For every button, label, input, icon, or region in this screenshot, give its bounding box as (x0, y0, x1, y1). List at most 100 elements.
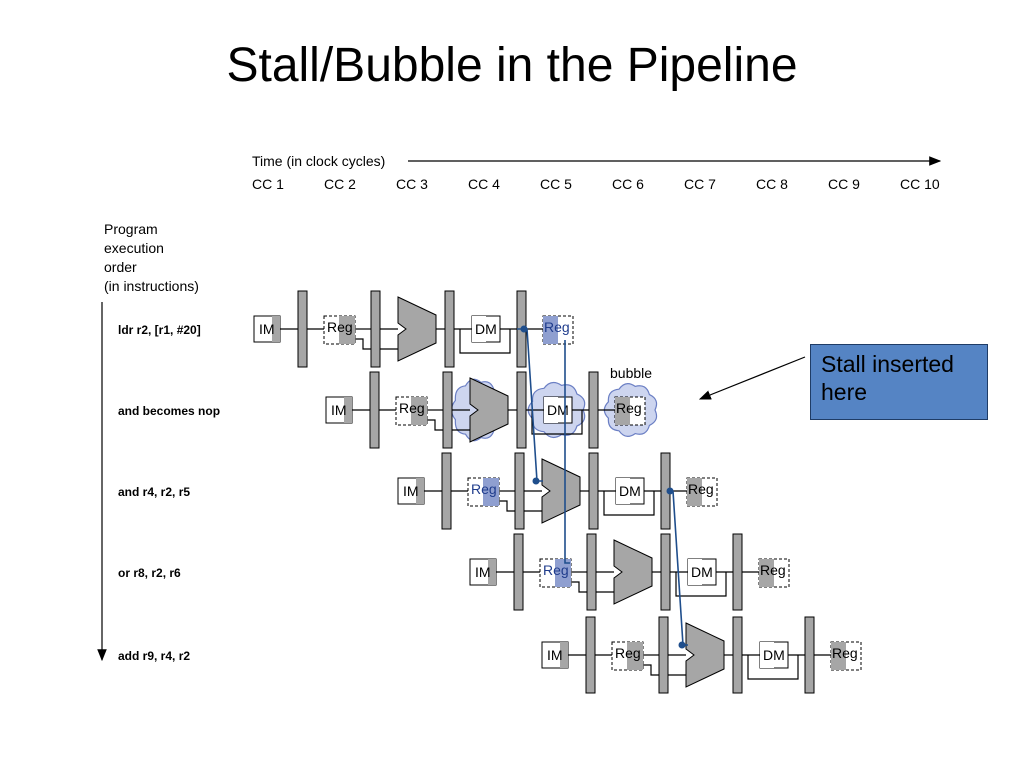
im-stage-label: IM (259, 321, 275, 337)
pipeline-register (732, 533, 743, 611)
instruction-label: ldr r2, [r1, #20] (118, 323, 201, 337)
im-stage-label: IM (331, 402, 347, 418)
program-order-label: Program execution order (in instructions) (104, 221, 199, 294)
reg-read-shade (339, 316, 355, 344)
cycle-label: CC 8 (756, 176, 788, 192)
pipeline-register (444, 290, 455, 368)
reg-operand-wire (499, 500, 515, 512)
reg-read-shade (627, 642, 643, 670)
instruction-label: add r9, r4, r2 (118, 649, 190, 663)
reg-operand-wire (355, 338, 371, 350)
cycle-label: CC 7 (684, 176, 716, 192)
alu-stage (685, 622, 725, 688)
instruction-labels: ldr r2, [r1, #20] and becomes nop and r4, … (118, 323, 220, 663)
dm-bypass-wire (531, 410, 583, 435)
reg-read-label: Reg (327, 319, 353, 335)
reg-operand-wire (643, 664, 659, 676)
forward-node (666, 487, 674, 495)
dm-stage-label: DM (547, 402, 569, 418)
pipeline-register (297, 290, 308, 368)
time-axis-label: Time (in clock cycles) (252, 153, 385, 169)
reg-write-label: Reg (760, 562, 786, 578)
im-stage-shade (344, 397, 352, 423)
dm-stage-label: DM (619, 483, 641, 499)
reg-read-shade (483, 478, 499, 506)
im-stage-label: IM (403, 483, 419, 499)
pipeline-register (514, 452, 525, 530)
pipeline-register (660, 533, 671, 611)
im-stage-label: IM (475, 564, 491, 580)
pipeline-register (586, 533, 597, 611)
pipeline-register (585, 616, 596, 694)
pipeline-register (442, 371, 453, 449)
reg-write-label: Reg (616, 400, 642, 416)
reg-write-shade (687, 478, 702, 506)
cycle-label: CC 3 (396, 176, 428, 192)
pipeline-row: IM Reg DM Reg (469, 533, 790, 611)
bubble-label: bubble (610, 365, 652, 381)
reg-write-shade (543, 316, 558, 344)
reg-read-label: Reg (543, 562, 569, 578)
forward-node (678, 641, 686, 649)
pipeline-register (804, 616, 815, 694)
pipeline-register (513, 533, 524, 611)
pipeline-row: IM Reg DM Reg (325, 371, 658, 449)
pipeline-register (441, 452, 452, 530)
dm-bypass-wire (675, 572, 727, 597)
program-order-label-line: order (104, 259, 137, 275)
dm-stage-left (472, 316, 486, 342)
alu-stage (541, 458, 581, 524)
cycle-label: CC 9 (828, 176, 860, 192)
dm-stage-left (688, 559, 702, 585)
reg-write-shade (615, 397, 630, 425)
forward-path-alu-to-alu (672, 490, 688, 646)
cycle-label: CC 5 (540, 176, 572, 192)
instruction-label: and becomes nop (118, 404, 220, 418)
instruction-label: and r4, r2, r5 (118, 485, 190, 499)
cycle-label: CC 4 (468, 176, 500, 192)
stall-callout: Stall inserted here (810, 344, 988, 420)
dm-stage-label: DM (763, 647, 785, 663)
forward-node (532, 477, 540, 485)
reg-read-label: Reg (615, 645, 641, 661)
forwarding-paths (517, 325, 688, 649)
dm-bypass-wire (603, 491, 655, 516)
im-stage-shade (272, 316, 280, 342)
forward-path-wb-to-reg (564, 340, 570, 564)
alu-stage (469, 377, 509, 443)
pipeline-register (516, 371, 527, 449)
program-order-label-line: Program (104, 221, 158, 237)
reg-read-label: Reg (399, 400, 425, 416)
program-order-label-line: execution (104, 240, 164, 256)
pipeline-register (658, 616, 669, 694)
dm-bypass-wire (747, 655, 799, 680)
im-stage-shade (488, 559, 496, 585)
dm-stage-label: DM (691, 564, 713, 580)
instruction-label: or r8, r2, r6 (118, 566, 181, 580)
dm-stage-left (544, 397, 558, 423)
reg-operand-wire (571, 581, 587, 593)
dm-stage-left (616, 478, 630, 504)
reg-operand-wire (427, 419, 443, 431)
pipeline-register (370, 290, 381, 368)
reg-read-shade (555, 559, 571, 587)
pipeline-register (732, 616, 743, 694)
program-order-label-line: (in instructions) (104, 278, 199, 294)
alu-stage (613, 539, 653, 605)
callout-arrow (698, 356, 806, 400)
page-title: Stall/Bubble in the Pipeline (226, 39, 798, 92)
reg-write-label: Reg (688, 481, 714, 497)
dm-stage-label: DM (475, 321, 497, 337)
dm-stage-left (760, 642, 774, 668)
reg-write-label: Reg (832, 645, 858, 661)
forward-node (520, 325, 528, 333)
dm-bypass-wire (459, 329, 511, 354)
alu-stage (397, 296, 437, 362)
pipeline-register (588, 452, 599, 530)
